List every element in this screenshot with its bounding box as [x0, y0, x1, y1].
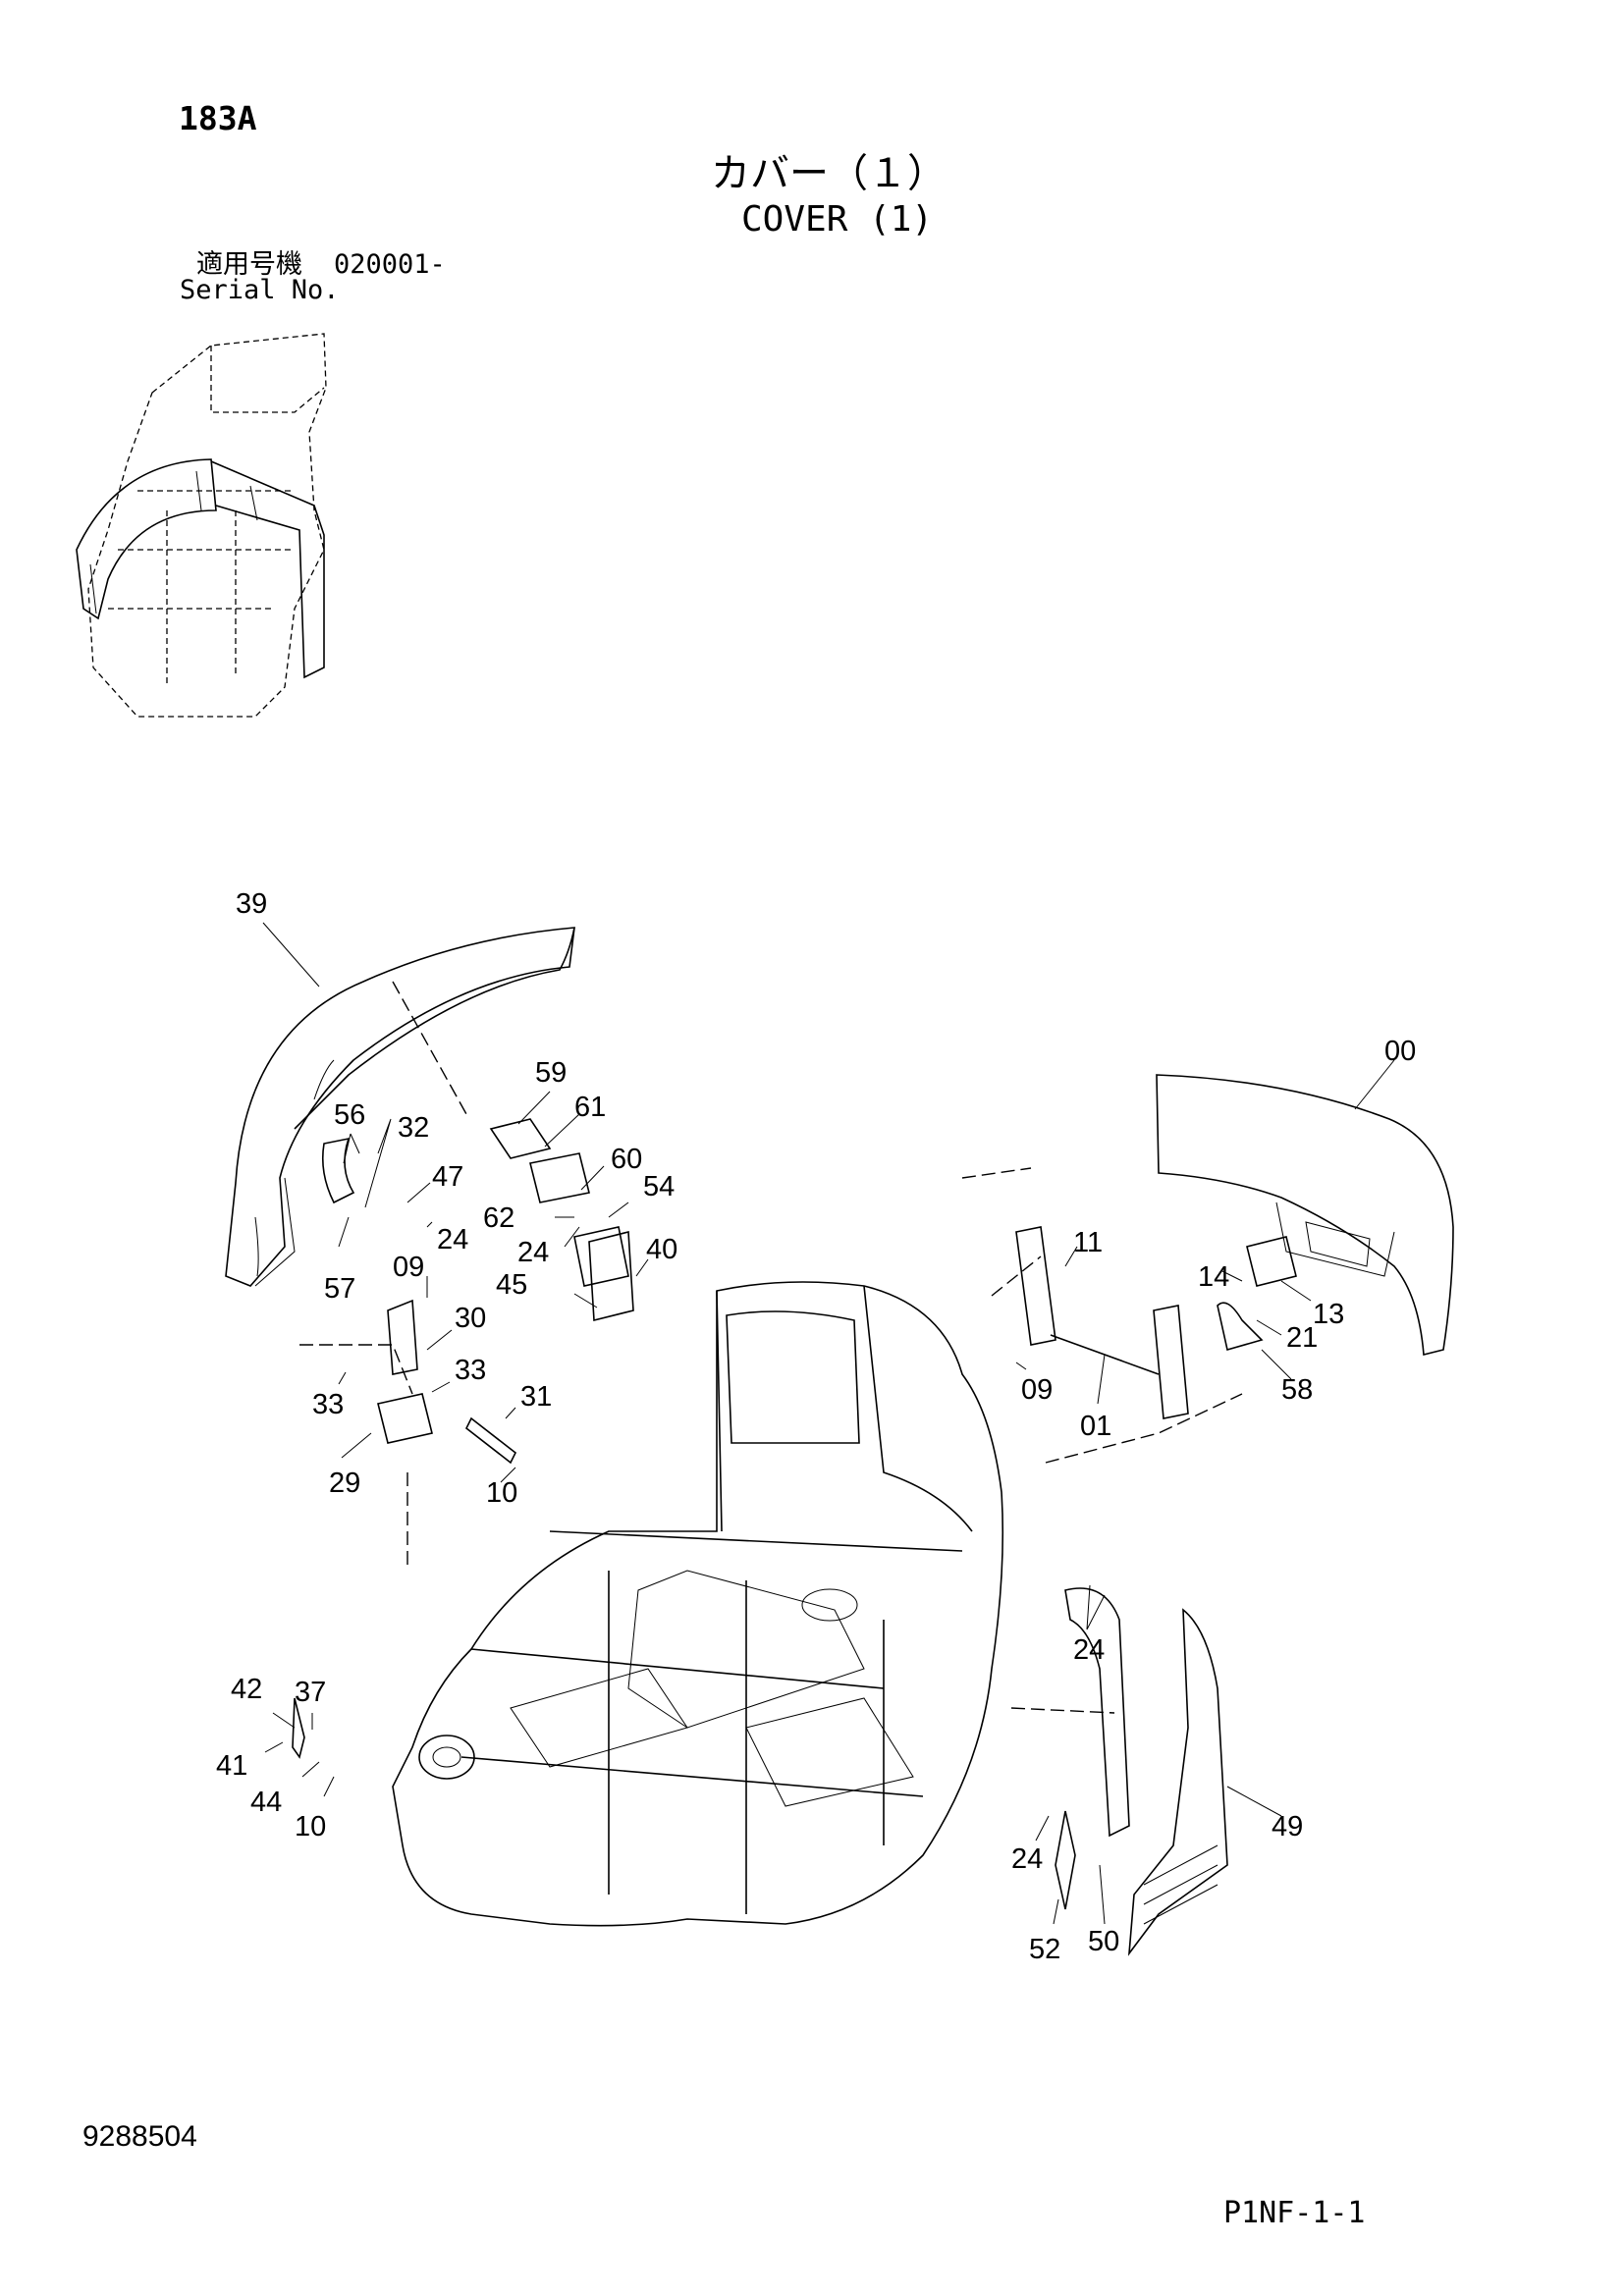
part-label-33: 33	[312, 1389, 344, 1420]
part-label-57: 57	[324, 1273, 355, 1305]
part-label-00: 00	[1384, 1036, 1416, 1067]
part-label-50: 50	[1088, 1926, 1119, 1957]
part-label-49: 49	[1272, 1811, 1303, 1842]
leader-lines	[262, 922, 1395, 1925]
part-label-09: 09	[1021, 1374, 1053, 1406]
part-label-10: 10	[295, 1811, 326, 1842]
part-label-59: 59	[535, 1057, 567, 1089]
part-label-39: 39	[236, 888, 267, 920]
part-label-14: 14	[1198, 1261, 1229, 1293]
part-label-37: 37	[295, 1677, 326, 1708]
part-label-52: 52	[1029, 1934, 1060, 1965]
machine-location-inset	[76, 333, 327, 718]
part-label-13: 13	[1313, 1299, 1344, 1330]
part-label-56: 56	[334, 1099, 365, 1131]
serial-label-japanese: 適用号機	[196, 249, 302, 280]
part-label-24: 24	[437, 1224, 468, 1255]
part-label-11: 11	[1073, 1227, 1103, 1258]
part-00-right-hood	[1156, 1074, 1454, 1357]
part-label-29: 29	[329, 1468, 360, 1499]
part-label-09: 09	[393, 1252, 424, 1283]
part-label-24: 24	[517, 1237, 549, 1268]
part-label-32: 32	[398, 1112, 429, 1144]
serial-label-english: Serial No.	[180, 275, 340, 305]
part-label-54: 54	[643, 1171, 675, 1202]
document-number: 9288504	[82, 2120, 197, 2153]
page-code: 183A	[179, 99, 257, 137]
part-label-45: 45	[496, 1269, 527, 1301]
part-label-61: 61	[574, 1092, 606, 1123]
page-reference: P1NF-1-1	[1223, 2196, 1366, 2230]
page-title-english: COVER (1)	[741, 199, 934, 240]
part-label-10: 10	[486, 1477, 517, 1509]
part-label-33: 33	[455, 1355, 486, 1386]
part-label-24: 24	[1073, 1634, 1105, 1666]
part-label-58: 58	[1281, 1374, 1313, 1406]
part-label-47: 47	[432, 1161, 463, 1193]
page-title-japanese: カバー（１）	[711, 151, 947, 196]
part-label-21: 21	[1286, 1322, 1318, 1354]
part-number-labels: 39 59 61 60 54 62 24 40 45 56 32 47 24 5…	[216, 888, 1416, 1965]
part-label-60: 60	[611, 1144, 642, 1175]
part-39-left-cover	[225, 927, 575, 1287]
machine-frame-body	[392, 1281, 1004, 1927]
assembly-dashed-lines	[299, 981, 1243, 1714]
part-label-24: 24	[1011, 1843, 1043, 1875]
part-label-44: 44	[250, 1787, 282, 1818]
part-label-42: 42	[231, 1674, 262, 1705]
part-label-01: 01	[1080, 1411, 1111, 1442]
part-label-40: 40	[646, 1234, 677, 1265]
part-label-31: 31	[520, 1381, 552, 1413]
part-label-62: 62	[483, 1202, 514, 1234]
part-label-30: 30	[455, 1303, 486, 1334]
serial-number-value: 020001-	[334, 249, 446, 280]
part-label-41: 41	[216, 1750, 247, 1782]
